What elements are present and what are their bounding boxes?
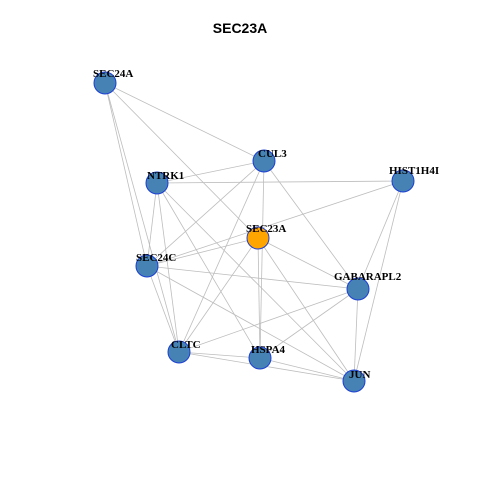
node-label-hspa4: HSPA4 (251, 344, 286, 356)
edge-sec24a-cul3 (104, 82, 265, 162)
edge-gabarapl2-cltc (178, 288, 359, 353)
edge-cul3-sec24c (146, 160, 265, 267)
edge-hspa4-jun (259, 357, 355, 382)
node-hist1h4i (391, 169, 415, 193)
edge-cul3-ntrk1 (156, 160, 265, 184)
node-hspa4 (248, 346, 272, 370)
node-label-cltc: CLTC (171, 339, 201, 351)
node-cltc (167, 340, 191, 364)
node-label-sec23a: SEC23A (246, 223, 286, 235)
node-ntrk1 (145, 171, 169, 195)
node-gabarapl2 (346, 277, 370, 301)
node-sec24c (135, 254, 159, 278)
edge-sec24a-sec24c (104, 82, 148, 267)
edge-sec23a-gabarapl2 (257, 237, 359, 290)
edge-ntrk1-hist1h4i (156, 180, 404, 184)
edge-hist1h4i-gabarapl2 (357, 180, 404, 290)
edge-ntrk1-hspa4 (156, 182, 261, 359)
edge-sec24a-sec23a (104, 82, 259, 239)
edge-sec24c-gabarapl2 (146, 265, 359, 290)
edge-cltc-hspa4 (178, 351, 261, 359)
edge-ntrk1-cltc (156, 182, 180, 353)
edge-sec24c-cltc (146, 265, 180, 353)
node-label-sec24a: SEC24A (93, 68, 133, 80)
edge-ntrk1-jun (156, 182, 355, 382)
edge-hist1h4i-jun (353, 180, 404, 382)
node-label-sec24c: SEC24C (136, 252, 176, 264)
node-sec23a (246, 226, 270, 250)
chart-title: SEC23A (212, 20, 268, 36)
edge-sec23a-sec24c (146, 237, 259, 267)
edge-sec24c-jun (146, 265, 355, 382)
edge-sec24a-cltc (104, 82, 180, 353)
edge-ntrk1-sec24c (146, 182, 158, 267)
node-jun (342, 369, 366, 393)
edge-gabarapl2-jun (353, 288, 359, 382)
edge-hist1h4i-sec24c (146, 180, 404, 267)
node-cul3 (252, 149, 276, 173)
edge-sec23a-hspa4 (257, 237, 261, 359)
edge-sec23a-jun (257, 237, 355, 382)
node-label-cul3: CUL3 (258, 148, 287, 160)
edge-cul3-cltc (178, 160, 265, 353)
edge-sec23a-cltc (178, 237, 259, 353)
node-label-ntrk1: NTRK1 (147, 170, 184, 182)
node-label-hist1h4i: HIST1H4I (389, 165, 439, 177)
node-label-gabarapl2: GABARAPL2 (334, 271, 402, 283)
edge-cul3-hspa4 (259, 160, 265, 359)
edge-layer (104, 82, 404, 382)
edge-gabarapl2-hspa4 (259, 288, 359, 359)
node-label-jun: JUN (349, 369, 370, 381)
node-sec24a (93, 71, 117, 95)
